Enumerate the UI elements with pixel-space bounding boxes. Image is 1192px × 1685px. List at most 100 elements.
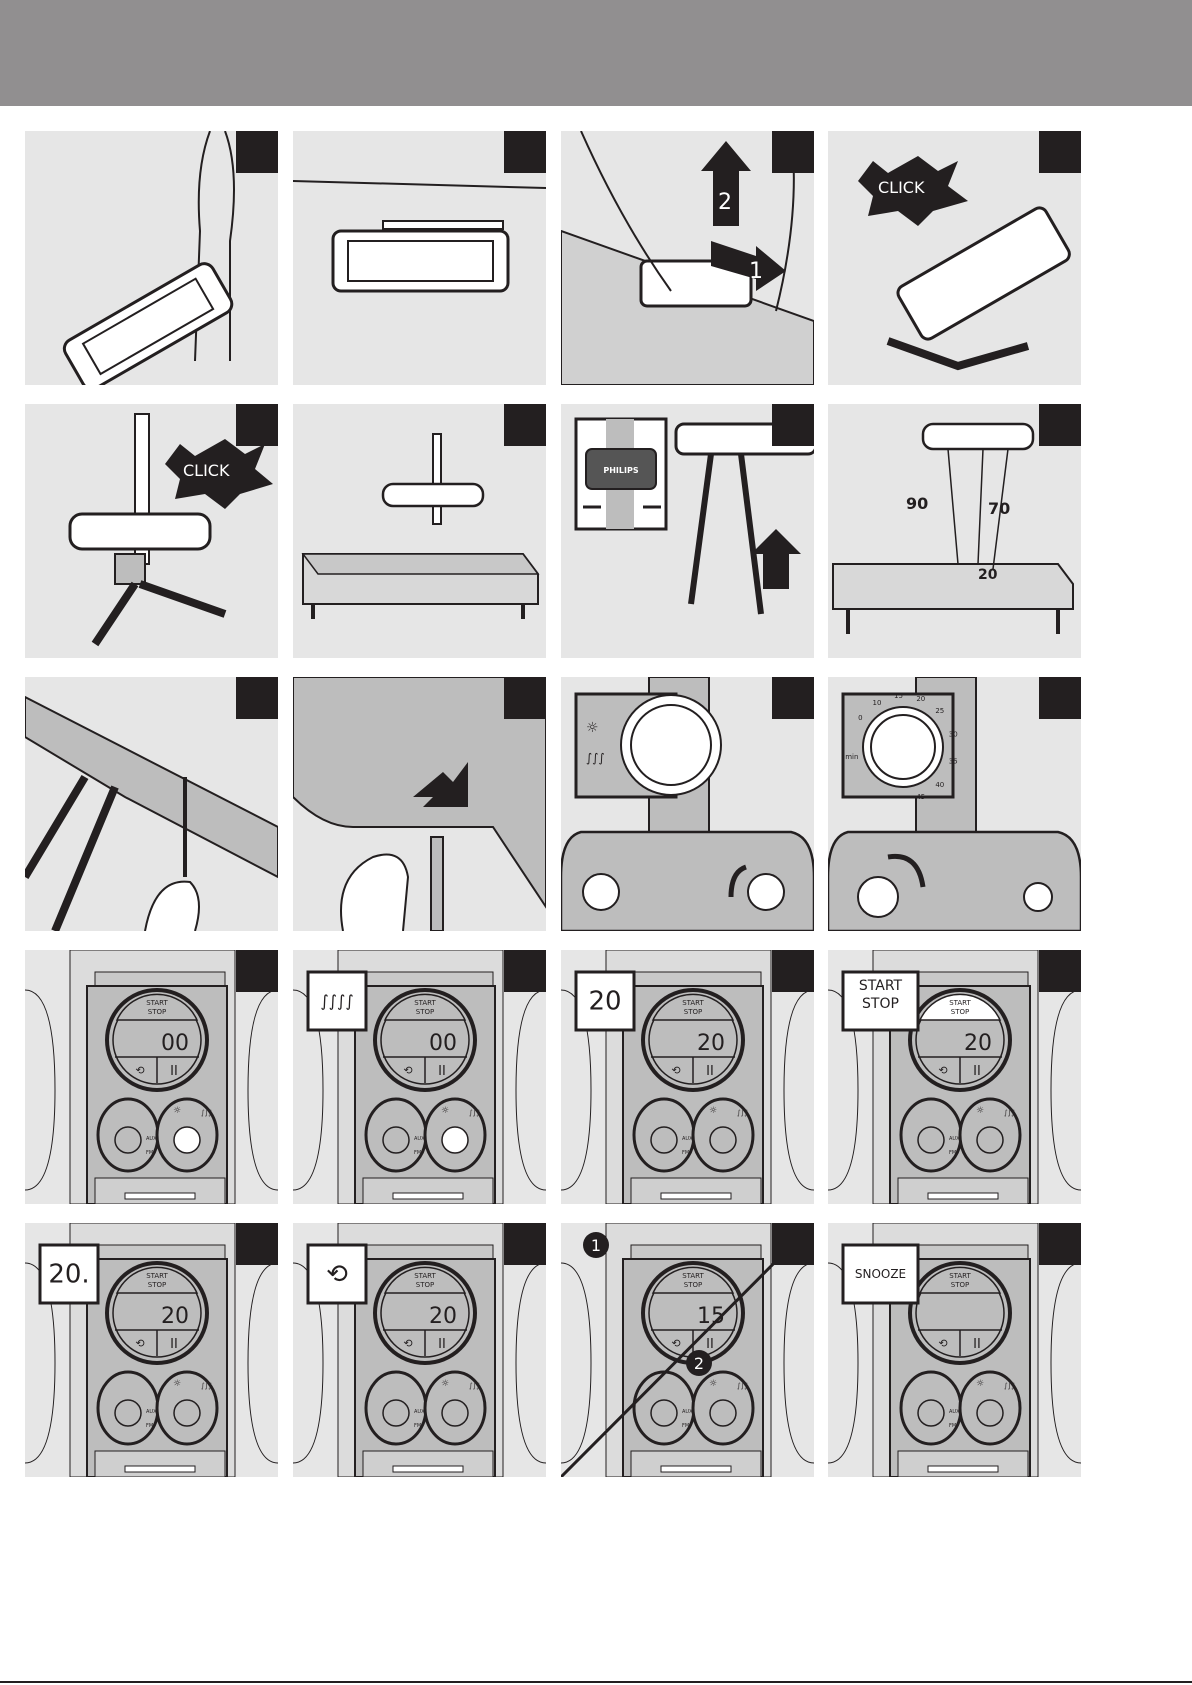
illustration-unfold-stand: CLICK [858, 156, 1071, 371]
callout-text: STOP [862, 996, 899, 1012]
start-label: START [146, 1272, 168, 1280]
aux-label: AUX [414, 1409, 425, 1415]
step-number-box [236, 677, 278, 719]
callout-text: SNOOZE [855, 1267, 906, 1281]
step-illustration-1 [25, 131, 278, 385]
brand-label: PHILIPS [603, 466, 638, 475]
stop-label: STOP [416, 1008, 434, 1016]
dial-label: min [845, 753, 858, 761]
step-illustration-17: START STOP 20 ⟲ II AUX FM ☼ ∫∫∫ 20. [25, 1223, 278, 1477]
callout-text: 20 [588, 987, 621, 1017]
fm-label: FM [146, 1423, 153, 1429]
callout-box: 20 [574, 970, 636, 1032]
repeat-icon: ⟲ [671, 1337, 680, 1350]
step-number-box [772, 131, 814, 173]
svg-text:☼: ☼ [441, 1106, 449, 1116]
step-illustration-7: PHILIPS [561, 404, 814, 658]
dial-label: 40 [935, 781, 944, 789]
distance-label: 90 [906, 494, 928, 513]
pause-icon: II [973, 1337, 981, 1352]
illustration-raise-arm: CLICK [68, 413, 273, 647]
display-value: 00 [429, 1031, 457, 1056]
display-value: 20 [429, 1304, 457, 1329]
pause-icon: II [170, 1064, 178, 1079]
pause-icon: II [973, 1064, 981, 1079]
stop-label: STOP [684, 1008, 702, 1016]
fm-label: FM [682, 1423, 689, 1429]
step-number-box [772, 950, 814, 992]
callout-box: 20. [38, 1243, 100, 1305]
svg-text:∫∫∫: ∫∫∫ [201, 1382, 212, 1390]
svg-text:∫∫∫: ∫∫∫ [737, 1109, 748, 1117]
illustration-insert-cord [25, 695, 278, 931]
illustration-mode-knob: ☼∫∫∫ [561, 677, 814, 931]
callout-text: 20. [48, 1260, 89, 1290]
illustration-control: START STOP 20 ⟲ II AUX FM ☼ ∫∫∫ 20. [25, 1223, 278, 1477]
step-illustration-2 [293, 131, 546, 385]
step-number-box [236, 131, 278, 173]
dial-label: 15 [894, 692, 903, 700]
mode-knob: ☼∫∫∫ [958, 1370, 1022, 1446]
callout-text: ⟲ [326, 1260, 348, 1290]
round-display: START STOP 20 ⟲ II [105, 1261, 209, 1365]
step-illustration-4: CLICK [828, 131, 1081, 385]
fm-label: FM [146, 1150, 153, 1156]
repeat-icon: ⟲ [135, 1337, 144, 1350]
repeat-icon: ⟲ [403, 1337, 412, 1350]
dial-label: 45 [916, 793, 925, 801]
svg-text:☼: ☼ [709, 1106, 717, 1116]
round-display: START STOP 00 ⟲ II [105, 988, 209, 1092]
step-number-box [504, 131, 546, 173]
round-display: START STOP ⟲ II [908, 1261, 1012, 1365]
svg-text:☼: ☼ [173, 1379, 181, 1389]
illustration-lamp-over-bed [301, 433, 540, 619]
step-number-box [1039, 1223, 1081, 1265]
repeat-icon: ⟲ [671, 1064, 680, 1077]
step-number-box [772, 404, 814, 446]
stop-label: STOP [951, 1008, 969, 1016]
round-display: START STOP 00 ⟲ II [373, 988, 477, 1092]
mode-knob: ☼∫∫∫ [423, 1370, 487, 1446]
sun-icon: ☼ [586, 720, 599, 736]
svg-text:∫∫∫: ∫∫∫ [469, 1109, 480, 1117]
start-label: START [414, 1272, 436, 1280]
display-value: 20 [964, 1031, 992, 1056]
round-display: START STOP 20 ⟲ II [373, 1261, 477, 1365]
step-illustration-6 [293, 404, 546, 658]
start-label: START [949, 999, 971, 1007]
pause-icon: II [706, 1064, 714, 1079]
display-value: 20 [161, 1304, 189, 1329]
bottom-rule [0, 1681, 1192, 1683]
display-value: 00 [161, 1031, 189, 1056]
round-display: START STOP 20 ⟲ II [908, 988, 1012, 1092]
pause-icon: II [438, 1337, 446, 1352]
svg-text:∫∫∫: ∫∫∫ [469, 1382, 480, 1390]
stop-label: STOP [148, 1008, 166, 1016]
aux-label: AUX [146, 1409, 157, 1415]
fm-label: FM [414, 1150, 421, 1156]
step-number-box [236, 950, 278, 992]
step-number-box [504, 950, 546, 992]
callout-text: START [859, 978, 903, 994]
step-number-box [504, 1223, 546, 1265]
svg-text:☼: ☼ [976, 1379, 984, 1389]
step-number-box [1039, 404, 1081, 446]
pause-icon: II [438, 1064, 446, 1079]
mode-knob: ☼ ∫∫∫ [155, 1370, 219, 1446]
